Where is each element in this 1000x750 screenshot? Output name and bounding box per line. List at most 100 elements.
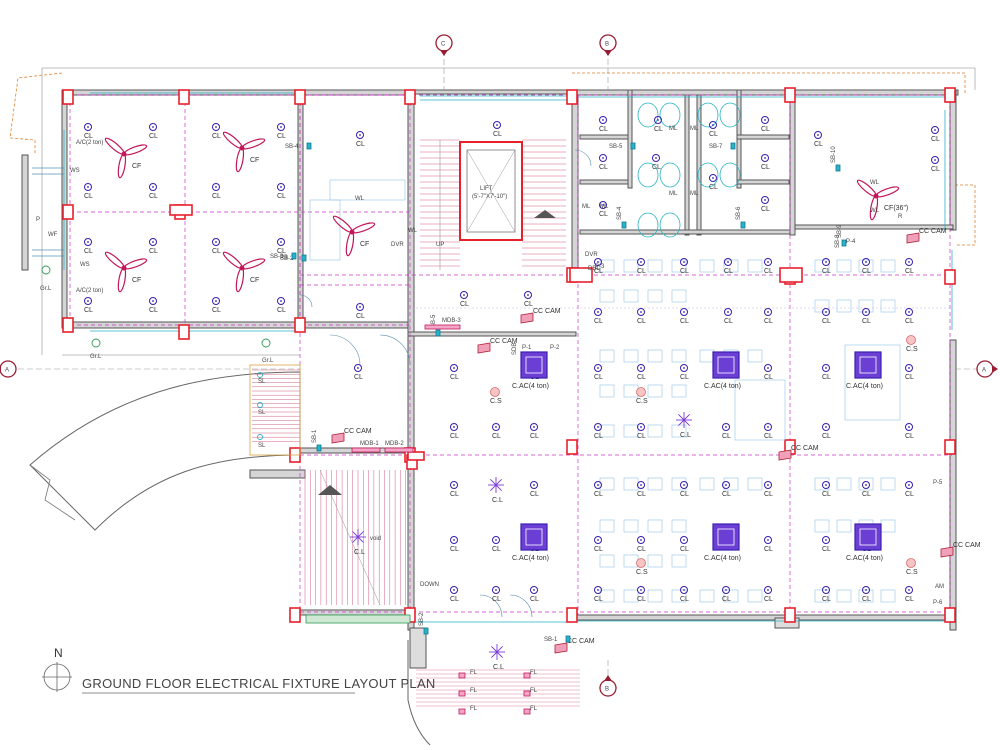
label: Gr.L <box>262 358 274 364</box>
ceiling-light-label: CL <box>492 433 501 440</box>
ceiling-light-label: CL <box>931 166 940 173</box>
ceiling-light-dot <box>453 589 455 591</box>
chair <box>723 589 739 603</box>
ceiling-light-label: CL <box>764 596 773 603</box>
ceiling-light-label: CL <box>212 193 221 200</box>
chair <box>814 299 830 313</box>
switchboard-label: SB-3 <box>270 254 284 260</box>
line <box>466 149 516 233</box>
wall <box>789 94 796 236</box>
column <box>62 204 74 220</box>
fan-blade <box>235 147 245 173</box>
switchboard-label: SB-10 <box>831 146 837 163</box>
ceiling-light-label: CL <box>594 318 603 325</box>
ceiling-light-dot <box>640 311 642 313</box>
ceiling-light-label: CL <box>822 433 831 440</box>
wall <box>736 179 790 185</box>
label: DBL <box>588 266 600 272</box>
ceiling-light-icon <box>905 423 913 431</box>
chair <box>880 259 896 273</box>
ceiling-light-icon <box>709 174 717 182</box>
ceiling-light-icon <box>149 297 157 305</box>
column <box>178 324 190 340</box>
ceiling-light-icon <box>450 536 458 544</box>
ceiling-light-label: CL <box>637 433 646 440</box>
door-swing <box>509 594 533 618</box>
lift-size: (5'-7"X7'-10") <box>472 194 507 200</box>
ceiling-light-label: CL <box>594 268 603 275</box>
ceiling-light-label: CL <box>149 307 158 314</box>
chair <box>623 424 639 438</box>
chandelier-label: C.L <box>680 432 691 439</box>
ceiling-light-label: CL <box>862 318 871 325</box>
ceiling-light-dot <box>640 426 642 428</box>
chandelier-label: C.L <box>354 549 365 556</box>
label: PB <box>280 255 288 261</box>
ceiling-light-label: CL <box>530 596 539 603</box>
switchboard-icon <box>316 444 322 452</box>
ceiling-light-icon <box>931 156 939 164</box>
fan-blade <box>241 138 266 150</box>
fan-blade <box>117 153 127 179</box>
ceiling-light-label: CL <box>822 546 831 553</box>
fan-blade <box>235 267 245 293</box>
ceiling-light-dot <box>495 426 497 428</box>
ceiling-light-dot <box>764 199 766 201</box>
wall <box>579 179 633 185</box>
line <box>683 419 690 426</box>
ac-cassette-icon <box>854 523 882 551</box>
floor-light-icon <box>523 708 531 715</box>
ceiling-light-dot <box>825 261 827 263</box>
chair <box>623 289 639 303</box>
chair <box>599 554 615 568</box>
ceiling-light-dot <box>87 186 89 188</box>
chair <box>836 477 852 491</box>
lift-shaft <box>459 141 523 241</box>
chair <box>647 424 663 438</box>
label: SB-8 <box>835 234 841 248</box>
chair <box>671 554 687 568</box>
label: WS <box>70 168 80 174</box>
cctv-camera-icon <box>940 546 954 558</box>
ceiling-light-icon <box>724 258 732 266</box>
ceiling-light-label: CL <box>764 433 773 440</box>
chair <box>647 589 663 603</box>
switchboard-label: SB-5 <box>609 144 623 150</box>
ceiling-light-icon <box>354 364 362 372</box>
label: WL <box>355 196 365 202</box>
ceiling-light-dot <box>597 589 599 591</box>
ceiling-light-dot <box>597 426 599 428</box>
ceiling-light-dot <box>908 311 910 313</box>
ceiling-light-label: CL <box>277 133 286 140</box>
ceiling-light-label: CL <box>764 491 773 498</box>
sensor-label: C.S <box>636 569 648 576</box>
sensor-label: C.S <box>490 398 502 405</box>
label: SL <box>258 379 266 385</box>
stair-arrow <box>318 485 342 495</box>
ceiling-light-label: CL <box>709 184 718 191</box>
line <box>352 536 359 543</box>
label: WS <box>80 262 90 268</box>
ceiling-light-icon <box>493 121 501 129</box>
switchboard-icon <box>630 142 636 150</box>
smoke-sensor-icon <box>636 387 646 397</box>
cctv-camera-icon <box>331 432 345 444</box>
ceiling-light-dot <box>683 261 685 263</box>
ceiling-light-label: CL <box>530 433 539 440</box>
ceiling-light-icon <box>492 536 500 544</box>
ceiling-light-icon <box>862 586 870 594</box>
ceiling-light-label: CL <box>84 248 93 255</box>
ceiling-light-dot <box>825 311 827 313</box>
ceiling-light-icon <box>450 481 458 489</box>
chair <box>858 299 874 313</box>
distribution-board-label: MDB-1 <box>360 441 379 447</box>
ceiling-light-dot <box>533 426 535 428</box>
ceiling-light-label: CL <box>822 318 831 325</box>
chair <box>671 349 687 363</box>
ramp-edge <box>407 640 431 746</box>
ceiling-light-icon <box>764 536 772 544</box>
north-label: N <box>54 646 63 660</box>
distribution-board-icon <box>384 447 414 453</box>
switchboard-icon <box>423 627 429 635</box>
ceiling-light-icon <box>599 116 607 124</box>
